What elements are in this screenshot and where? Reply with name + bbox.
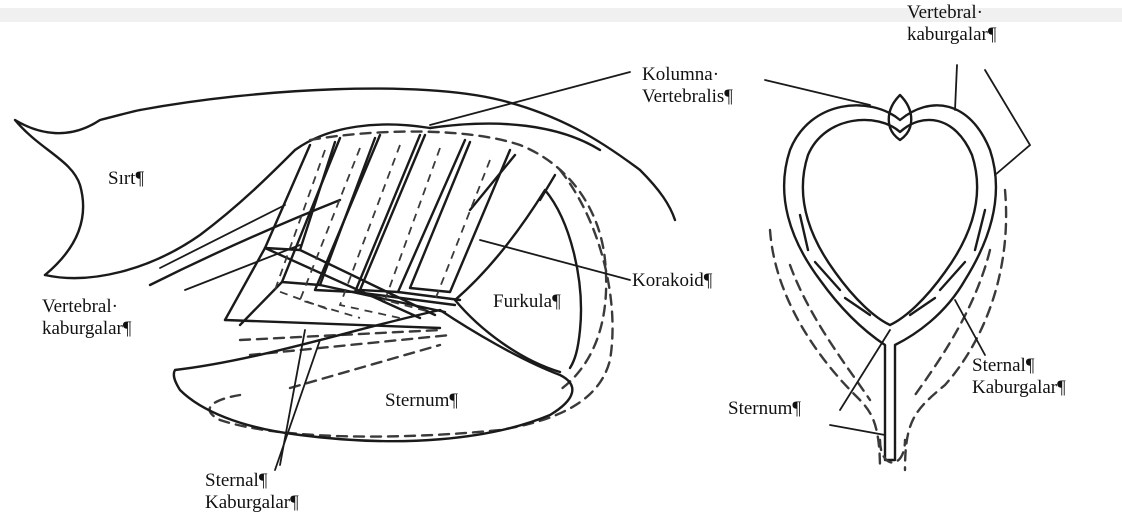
dashed-lower-ribs — [240, 330, 450, 388]
label-vertebral-kaburgalar-left: Vertebral· kaburgalar¶ — [42, 296, 132, 340]
leader-kolumna-right — [765, 80, 870, 105]
dashed-rib-5 — [435, 160, 490, 300]
rib-bridge — [225, 248, 282, 325]
cross-dashed-left — [770, 230, 880, 470]
label-sternal-bottom-line1: Sternal¶ — [205, 470, 299, 492]
vertebral-rib-6 — [470, 155, 515, 210]
leader-kolumna-left — [430, 72, 630, 125]
leader-sternal-1 — [275, 340, 320, 470]
leader-sternal-right — [955, 300, 985, 355]
leader-sternum-right-1 — [840, 330, 890, 410]
leader-vertebral-right-1 — [955, 65, 957, 110]
lateral-view — [15, 72, 675, 470]
label-vertebral-right-line2: kaburgalar¶ — [907, 24, 997, 46]
label-kolumna-line1: Kolumna· — [642, 64, 733, 86]
coracoid-outline — [455, 190, 581, 368]
cross-section-view — [765, 65, 1030, 470]
label-sternum-right: Sternum¶ — [728, 398, 801, 420]
label-vertebral-kaburgalar-right: Vertebral· kaburgalar¶ — [907, 2, 997, 46]
vertebral-rib-4 — [360, 135, 465, 292]
label-vertebral-left-line2: kaburgalar¶ — [42, 318, 132, 340]
label-vertebral-right-line1: Vertebral· — [907, 2, 997, 24]
label-sternal-kaburgalar-right: Sternal¶ Kaburgalar¶ — [972, 355, 1066, 399]
label-sirt: Sırt¶ — [108, 168, 144, 190]
sternal-rib-1 — [225, 320, 440, 328]
back-outline — [140, 89, 675, 220]
label-korakoid: Korakoid¶ — [632, 270, 712, 292]
label-kolumna-vertebralis: Kolumna· Vertebralis¶ — [642, 64, 733, 108]
leader-korakoid — [480, 240, 630, 280]
sternum-outline — [174, 310, 573, 441]
label-sternum-left: Sternum¶ — [385, 390, 458, 412]
label-sternal-kaburgalar-bottom: Sternal¶ Kaburgalar¶ — [205, 470, 299, 514]
label-kolumna-line2: Vertebralis¶ — [642, 86, 733, 108]
neck-outline — [15, 110, 140, 275]
vertebra-body — [889, 95, 912, 140]
label-sternal-bottom-line2: Kaburgalar¶ — [205, 492, 299, 514]
cross-outer — [784, 105, 996, 460]
label-sternal-right-line2: Kaburgalar¶ — [972, 377, 1066, 399]
label-vertebral-left-line1: Vertebral· — [42, 296, 132, 318]
cross-rib-left-1 — [815, 262, 840, 290]
label-furkula: Furkula¶ — [493, 291, 561, 313]
label-sternal-right-line1: Sternal¶ — [972, 355, 1066, 377]
vertebral-rib-5 — [410, 142, 510, 292]
cross-inner — [803, 120, 977, 325]
vertebral-rib-1 — [265, 142, 335, 250]
